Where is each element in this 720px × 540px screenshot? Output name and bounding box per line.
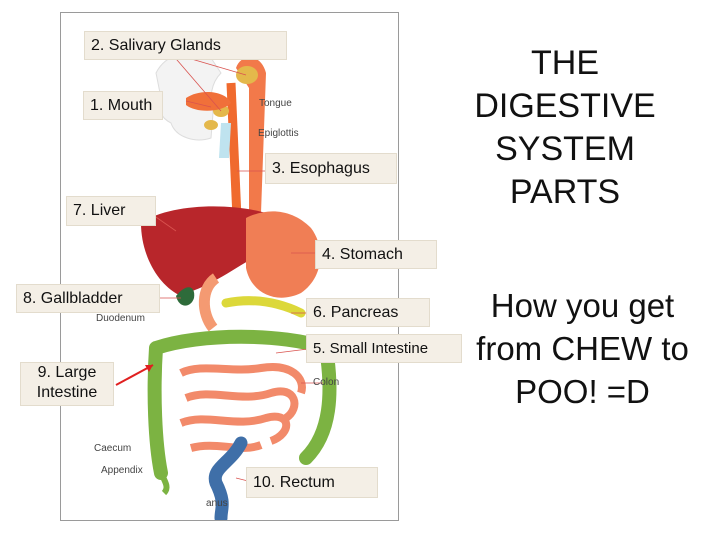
liver-shape [141,206,271,295]
label-stomach: 4. Stomach [315,240,437,269]
large-intestine-arrow [115,364,154,386]
small-intestine-shape [179,363,306,452]
rectum-shape [208,436,248,520]
label-rectum: 10. Rectum [246,467,378,498]
title-line-2: DIGESTIVE [474,87,656,125]
page-subtitle: How you get from CHEW to POO! =D [450,284,715,413]
subtitle-line-2: from CHEW to [476,330,689,367]
gallbladder-shape [176,287,195,306]
appendix-small-label: Appendix [101,465,143,476]
page-title: THE DIGESTIVE SYSTEM PARTS [455,42,675,214]
esophagus-shape [236,57,266,219]
anus-small-label: anus [206,498,228,509]
colon-small-label: Colon [313,377,340,388]
digestive-system-illustration [115,52,337,520]
title-line-1: THE [531,44,599,82]
title-line-4: PARTS [509,173,621,211]
duodenum-shape [198,273,220,332]
tongue-small-label: Tongue [259,98,292,109]
pancreas-shape [221,296,306,318]
salivary-gland-lower [204,120,218,130]
salivary-gland-upper [236,66,258,84]
caecum-small-label: Caecum [94,443,132,454]
duodenum-small-label: Duodenum [96,313,145,324]
arrow-head [145,365,153,372]
title-line-3: SYSTEM [495,130,635,168]
label-liver: 7. Liver [66,196,156,226]
label-esophagus: 3. Esophagus [265,153,397,184]
appendix-shape [158,471,170,496]
epiglottis-small-label: Epiglottis [258,128,299,139]
label-gallbladder: 8. Gallbladder [16,284,160,313]
label-salivary-glands: 2. Salivary Glands [84,31,287,60]
label-small-intestine: 5. Small Intestine [306,334,462,363]
subtitle-line-3: POO! =D [515,373,650,410]
label-large-intestine: 9. Large Intestine [20,362,114,406]
stomach-shape [246,211,321,298]
subtitle-line-1: How you get [490,287,675,324]
label-pancreas: 6. Pancreas [306,298,430,327]
label-mouth: 1. Mouth [83,91,163,120]
trachea-shape [219,123,231,158]
esophagus-tube [226,82,242,219]
tongue-shape [186,91,231,111]
